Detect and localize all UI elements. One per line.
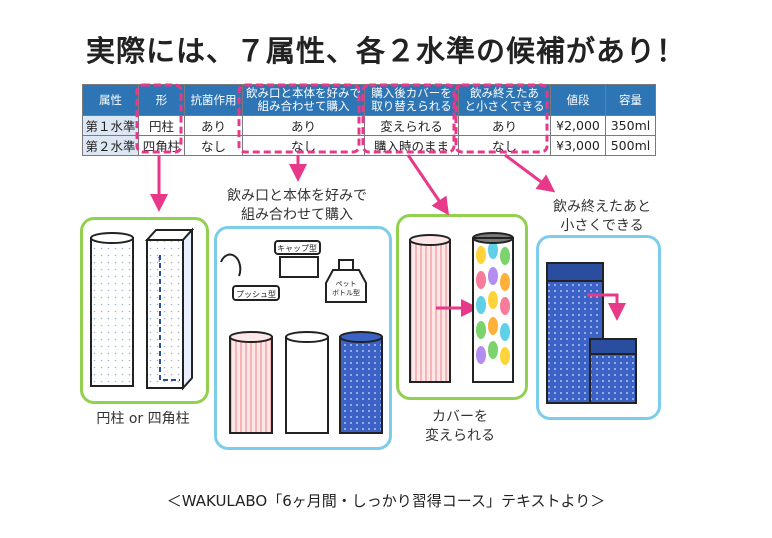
pink-body-icon (229, 331, 273, 434)
white-body-icon (285, 331, 329, 434)
combo-caption-text: 飲み口と本体を好みで組み合わせて購入 (227, 188, 367, 223)
page-title: 実際には、７属性、各２水準の候補があり！ (85, 34, 686, 68)
table-cell: 500ml (605, 135, 656, 156)
table-row: 第１水準 円柱 あり あり 変えられる あり ¥2,000 350ml (82, 115, 656, 136)
colorful-cover-bottle-icon (472, 232, 514, 383)
combo-caption: 飲み口と本体を好みで組み合わせて購入 (212, 187, 382, 225)
table-cell: ¥2,000 (550, 115, 606, 136)
svg-text:ボトル型: ボトル型 (332, 288, 360, 297)
cover-caption: カバーを変えられる (400, 408, 520, 446)
cap-lid-icon: キャップ型 (274, 240, 321, 278)
pink-cover-bottle-icon (409, 234, 451, 383)
highlight-shrink-column (454, 83, 549, 154)
cylinder-bottle-icon (90, 232, 134, 387)
svg-text:f: f (158, 254, 161, 264)
header-shape: 形 (138, 84, 185, 116)
header-shrink: 飲み終えたあと小さくできる (458, 84, 551, 116)
cover-caption-text: カバーを変えられる (425, 409, 495, 444)
pet-label: ペット (336, 280, 357, 288)
header-cover: 購入後カバーを取り替えられる (364, 84, 459, 116)
arrow-cover (406, 154, 450, 216)
arrow-shrink (504, 153, 556, 193)
pet-lid-icon: ペット ボトル型 (325, 259, 367, 303)
prism-bottle-icon: f (144, 227, 195, 391)
header-combination: 飲み口と本体を好みで組み合わせて購入 (242, 84, 365, 116)
highlight-combination-column (237, 83, 361, 154)
table-cell: 第２水準 (82, 135, 139, 156)
highlight-boxes (135, 83, 549, 154)
highlight-cover-column (361, 83, 456, 154)
table-cell: 第１水準 (82, 115, 139, 136)
shape-caption: 円柱 or 四角柱 (96, 411, 190, 427)
short-blue-bottle-icon (589, 338, 637, 404)
cover-pattern (476, 241, 510, 365)
header-antibacterial: 抗菌作用 (184, 84, 243, 116)
shrink-caption-text: 飲み終えたあと小さくできる (553, 199, 651, 234)
push-label: プッシュ型 (236, 290, 276, 299)
cap-label: キャップ型 (277, 244, 317, 253)
table-header-row: 属性 形 抗菌作用 飲み口と本体を好みで組み合わせて購入 購入後カバーを取り替え… (82, 84, 656, 116)
blue-body-icon (339, 331, 383, 434)
push-lid-icon: プッシュ型 (220, 253, 280, 301)
shrink-arrow (587, 293, 626, 321)
connector-arrows (150, 153, 556, 216)
source-footer: ＜WAKULABO「6ヶ月間・しっかり習得コース」テキストより＞ (166, 492, 606, 510)
highlight-shape-column (135, 83, 183, 154)
shrink-caption: 飲み終えたあと小さくできる (532, 198, 672, 236)
table-cell: 350ml (605, 115, 656, 136)
header-attribute: 属性 (82, 84, 139, 116)
table-cell: 変えられる (364, 115, 459, 136)
header-capacity: 容量 (605, 84, 656, 116)
table-cell: 四角柱 (138, 135, 185, 156)
